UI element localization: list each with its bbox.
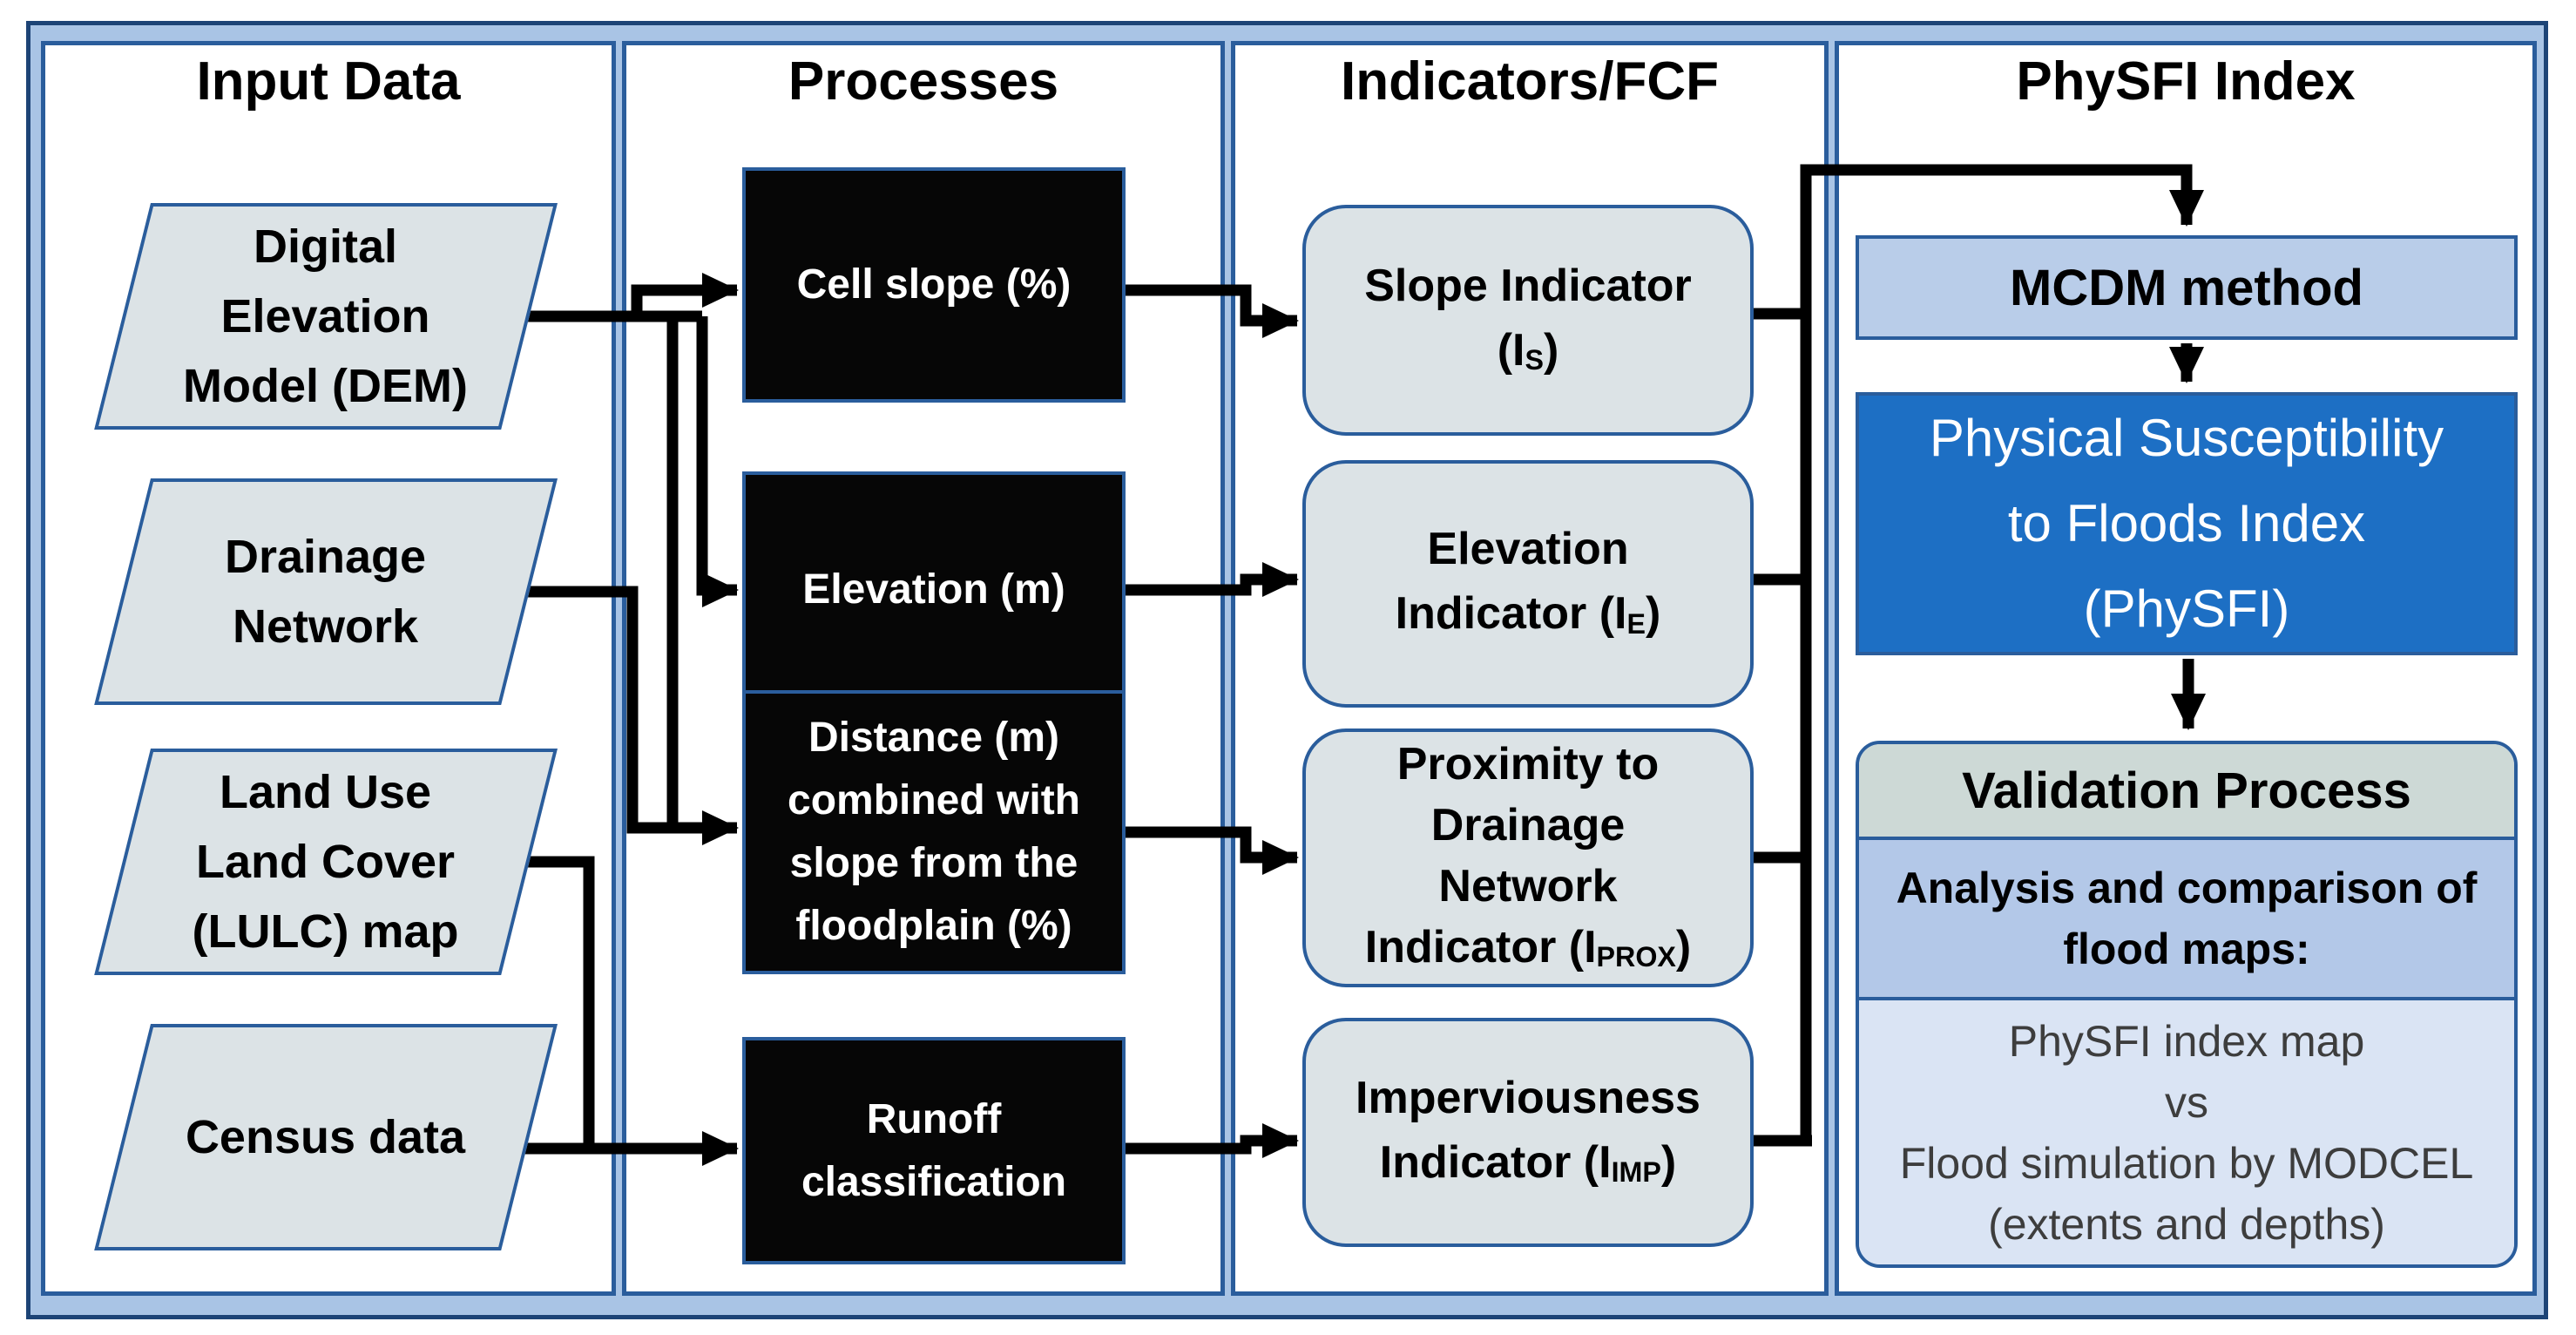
results-line: PhySFI index map xyxy=(2008,1016,2365,1066)
slope-indicator-line: Slope Indicator xyxy=(1364,260,1692,311)
results-line: vs xyxy=(2165,1077,2208,1127)
header-processes: Processes xyxy=(788,51,1059,112)
validation-header: Validation Process xyxy=(1859,744,2514,840)
lulc-line: (LULC) map xyxy=(192,905,459,958)
runoff-line: classification xyxy=(801,1158,1067,1205)
results-line: (extents and depths) xyxy=(1988,1199,2385,1249)
drainage-network-label: Drainage Network xyxy=(93,478,558,705)
imperviousness-symbol: Indicator (IIMP) xyxy=(1380,1130,1676,1200)
validation-title: Validation Process xyxy=(1962,762,2411,819)
elevation-text: Elevation (m) xyxy=(802,566,1065,613)
proximity-line: Proximity to xyxy=(1396,738,1660,789)
distance-line: Distance (m) xyxy=(808,715,1060,761)
symbol-pre: Indicator (I xyxy=(1395,588,1627,639)
symbol-sub: S xyxy=(1525,344,1544,376)
physfi-line: to Floods Index xyxy=(2007,494,2366,552)
physfi-line: Physical Susceptibility xyxy=(1929,409,2444,467)
elevation-indicator-line: Elevation xyxy=(1427,524,1629,574)
analysis-line: Analysis and comparison of xyxy=(1896,864,2478,912)
analysis-line: flood maps: xyxy=(2063,925,2310,973)
proximity-line: Drainage xyxy=(1430,799,1626,850)
distance-line: combined with xyxy=(788,777,1080,823)
distance-line: floodplain (%) xyxy=(795,903,1072,949)
symbol-post: ) xyxy=(1675,921,1692,972)
elevation-indicator-symbol: Indicator (IE) xyxy=(1396,581,1661,651)
lulc-line: Land Use xyxy=(219,766,432,818)
slope-indicator-symbol: (IS) xyxy=(1498,318,1559,388)
dem-line: Model (DEM) xyxy=(183,360,468,412)
physfi-box: Physical Susceptibility to Floods Index … xyxy=(1856,392,2518,655)
validation-box: Validation Process Analysis and comparis… xyxy=(1856,741,2518,1268)
header-indicators-fcf: Indicators/FCF xyxy=(1340,51,1720,112)
validation-analysis: Analysis and comparison of flood maps: xyxy=(1859,840,2514,1000)
symbol-post: ) xyxy=(1543,324,1559,376)
cell-slope-box: Cell slope (%) xyxy=(742,167,1126,403)
imperviousness-indicator-box: Imperviousness Indicator (IIMP) xyxy=(1302,1018,1754,1247)
validation-results: PhySFI index map vs Flood simulation by … xyxy=(1859,1000,2514,1264)
physfi-line: (PhySFI) xyxy=(2083,579,2290,638)
dem-line: Elevation xyxy=(220,290,430,342)
proximity-line: Network xyxy=(1438,860,1618,911)
runoff-box: Runoff classification xyxy=(742,1037,1126,1264)
runoff-line: Runoff xyxy=(866,1095,1002,1142)
elevation-box: Elevation (m) xyxy=(742,471,1126,708)
header-input-data: Input Data xyxy=(196,51,461,112)
symbol-sub: PROX xyxy=(1596,941,1676,973)
slope-indicator-box: Slope Indicator (IS) xyxy=(1302,205,1754,436)
header-physfi-index: PhySFI Index xyxy=(2016,51,2356,112)
mcdm-method-box: MCDM method xyxy=(1856,235,2518,340)
distance-line: slope from the xyxy=(789,840,1078,886)
symbol-sub: IMP xyxy=(1611,1156,1661,1189)
cell-slope-text: Cell slope (%) xyxy=(796,261,1072,308)
symbol-pre: Indicator (I xyxy=(1379,1136,1612,1188)
dem-line: Digital xyxy=(253,220,397,273)
drainage-line: Drainage xyxy=(224,531,427,583)
census-line: Census data xyxy=(185,1111,466,1163)
proximity-indicator-box: Proximity to Drainage Network Indicator … xyxy=(1302,728,1754,987)
imperviousness-line: Imperviousness xyxy=(1356,1072,1700,1123)
census-label: Census data xyxy=(93,1024,558,1250)
elevation-indicator-box: Elevation Indicator (IE) xyxy=(1302,460,1754,708)
lulc-line: Land Cover xyxy=(195,836,456,888)
symbol-sub: E xyxy=(1626,607,1646,640)
distance-slope-box: Distance (m) combined with slope from th… xyxy=(742,690,1126,974)
drainage-line: Network xyxy=(232,600,419,653)
symbol-post: ) xyxy=(1645,588,1661,639)
results-line: Flood simulation by MODCEL xyxy=(1899,1138,2474,1188)
mcdm-label: MCDM method xyxy=(2010,259,2363,316)
proximity-symbol: Indicator (IPROX) xyxy=(1365,917,1691,983)
dem-label: Digital Elevation Model (DEM) xyxy=(93,203,558,430)
symbol-pre: (I xyxy=(1497,324,1525,376)
symbol-post: ) xyxy=(1660,1136,1677,1188)
symbol-pre: Indicator (I xyxy=(1364,921,1597,972)
lulc-label: Land Use Land Cover (LULC) map xyxy=(93,749,558,975)
